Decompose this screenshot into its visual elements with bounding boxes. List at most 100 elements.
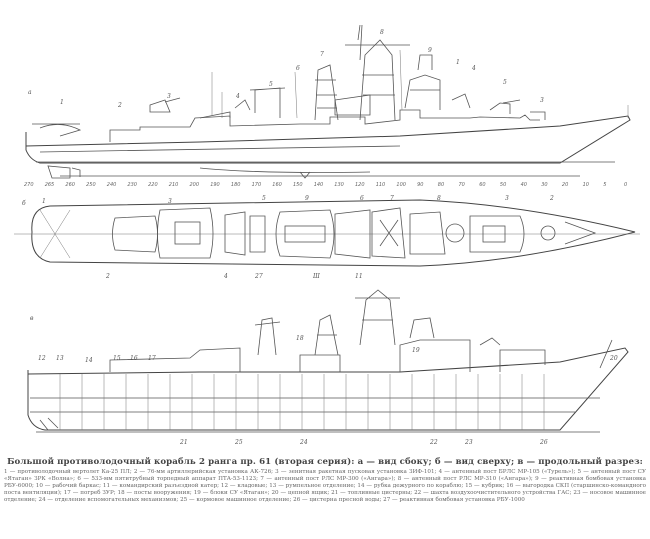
callout: 3: [505, 195, 509, 202]
launcher-bow-top: [482, 225, 506, 243]
side-superstructure: [109, 109, 540, 142]
frame-number: 30: [541, 182, 547, 188]
gun-bow-top: [540, 225, 556, 241]
decks: [30, 397, 600, 413]
callout: 23: [464, 439, 473, 446]
frame-number: 270: [24, 182, 34, 188]
callout: 5: [503, 79, 507, 86]
frame-number: 20: [562, 182, 568, 188]
side-hull: [25, 115, 631, 164]
frame-number: 210: [169, 182, 179, 188]
frame-number: 250: [86, 182, 96, 188]
callout: 20: [609, 355, 618, 362]
launcher-aft: [149, 97, 181, 113]
callout: 4: [235, 93, 240, 100]
callout: 1: [42, 198, 46, 205]
view-label-side: а: [28, 89, 32, 96]
callout: 16: [130, 355, 138, 362]
frame-number: 240: [107, 182, 117, 188]
callout: 14: [85, 357, 93, 364]
frame-number: 220: [148, 182, 158, 188]
callout: 19: [412, 347, 420, 354]
section-propeller: [39, 417, 59, 431]
lattice-mast-aft: [314, 64, 339, 121]
section-callouts: 12 13 14 15 16 17 18 19 20 21 22 23 24 2…: [38, 335, 618, 446]
section-main-mast: [355, 289, 400, 346]
torpedo-tubes-top: [284, 225, 326, 243]
callout: 8: [437, 195, 441, 202]
bulkheads: [59, 374, 545, 430]
callout: 17: [148, 355, 156, 362]
frame-number: 150: [293, 182, 303, 188]
callout: 6: [296, 65, 300, 72]
frame-number: 120: [355, 182, 365, 188]
figure-caption: Большой противолодочный корабль 2 ранга …: [4, 457, 646, 504]
frame-number: 10: [583, 182, 589, 188]
caption-title: Большой противолодочный корабль 2 ранга …: [7, 457, 643, 467]
aft-superstructure-top: [224, 211, 266, 256]
section-lattice-mast: [314, 314, 339, 356]
section-aft-mast: [254, 317, 281, 356]
bridge-top: [409, 211, 446, 255]
section-bow-fittings: [479, 337, 613, 369]
callout: 21: [179, 439, 188, 446]
section-superstructure: [109, 339, 546, 372]
caption-legend: 1 — противолодочный вертолет Ка-25 ПЛ; 2…: [4, 469, 646, 503]
helideck-marking: [39, 209, 71, 259]
mast-top: [357, 24, 363, 61]
side-callouts: 1 2 3 4 5 6 7 8 9 1 4 5 3: [60, 29, 544, 109]
callout: 11: [355, 273, 363, 280]
frame-number: 80: [438, 182, 444, 188]
frame-number: 180: [231, 182, 241, 188]
callout: 7: [320, 51, 324, 58]
view-label-top: б: [22, 200, 26, 207]
callout: 1: [60, 99, 64, 106]
top-view: б 1 2 3 4 27 Ш 11 5 9 6 7 8 3: [14, 195, 640, 280]
radar-8: [417, 54, 433, 71]
gun-bow: [489, 99, 521, 114]
rbu-area: [112, 215, 158, 253]
funnel-fwd-top: [334, 209, 371, 259]
bilge-keels: [199, 167, 371, 179]
callout: 15: [113, 355, 121, 362]
launcher-magazine: [199, 111, 231, 119]
callout: 24: [299, 439, 308, 446]
funnel-aft-top: [275, 209, 335, 259]
section-view: в 12 13 14 15 16 17 18 19 20 21 22 23 24…: [27, 289, 629, 446]
frame-number: 190: [210, 182, 220, 188]
callout: 22: [429, 439, 438, 446]
callout: 6: [360, 195, 364, 202]
frame-number: 40: [521, 182, 527, 188]
callout: 8: [380, 29, 384, 36]
frame-number: 140: [314, 182, 324, 188]
frame-number: 170: [252, 182, 262, 188]
callout: 9: [428, 47, 432, 54]
frame-number: 260: [65, 182, 75, 188]
main-mast: [345, 39, 410, 121]
frame-number: 70: [459, 182, 465, 188]
callout: 5: [262, 195, 266, 202]
callout: 26: [539, 439, 548, 446]
callout: 9: [305, 195, 309, 202]
helo-hangar-top: [157, 207, 214, 259]
callout: Ш: [312, 273, 320, 280]
callout: 7: [390, 195, 394, 202]
funnel-aft: [334, 94, 371, 116]
ship-drawing: а 1 2 3 4 5 6 7 8 9: [14, 24, 640, 446]
top-hull: [31, 199, 636, 267]
top-callouts: 1 2 3 4 27 Ш 11 5 9 6 7 8 3 2: [42, 195, 554, 280]
callout: 2: [549, 195, 554, 202]
callout: 18: [296, 335, 304, 342]
bridge: [404, 74, 441, 110]
frame-number: 160: [272, 182, 282, 188]
callout: 13: [56, 355, 64, 362]
callout: 1: [456, 59, 460, 66]
frame-number: 130: [334, 182, 344, 188]
frame-number: 265: [45, 182, 55, 188]
callout: 3: [540, 97, 544, 104]
section-bridge-radar: [409, 317, 435, 339]
hull-stripe: [39, 145, 401, 153]
frame-number: 230: [127, 182, 137, 188]
helicopter: [32, 123, 82, 137]
